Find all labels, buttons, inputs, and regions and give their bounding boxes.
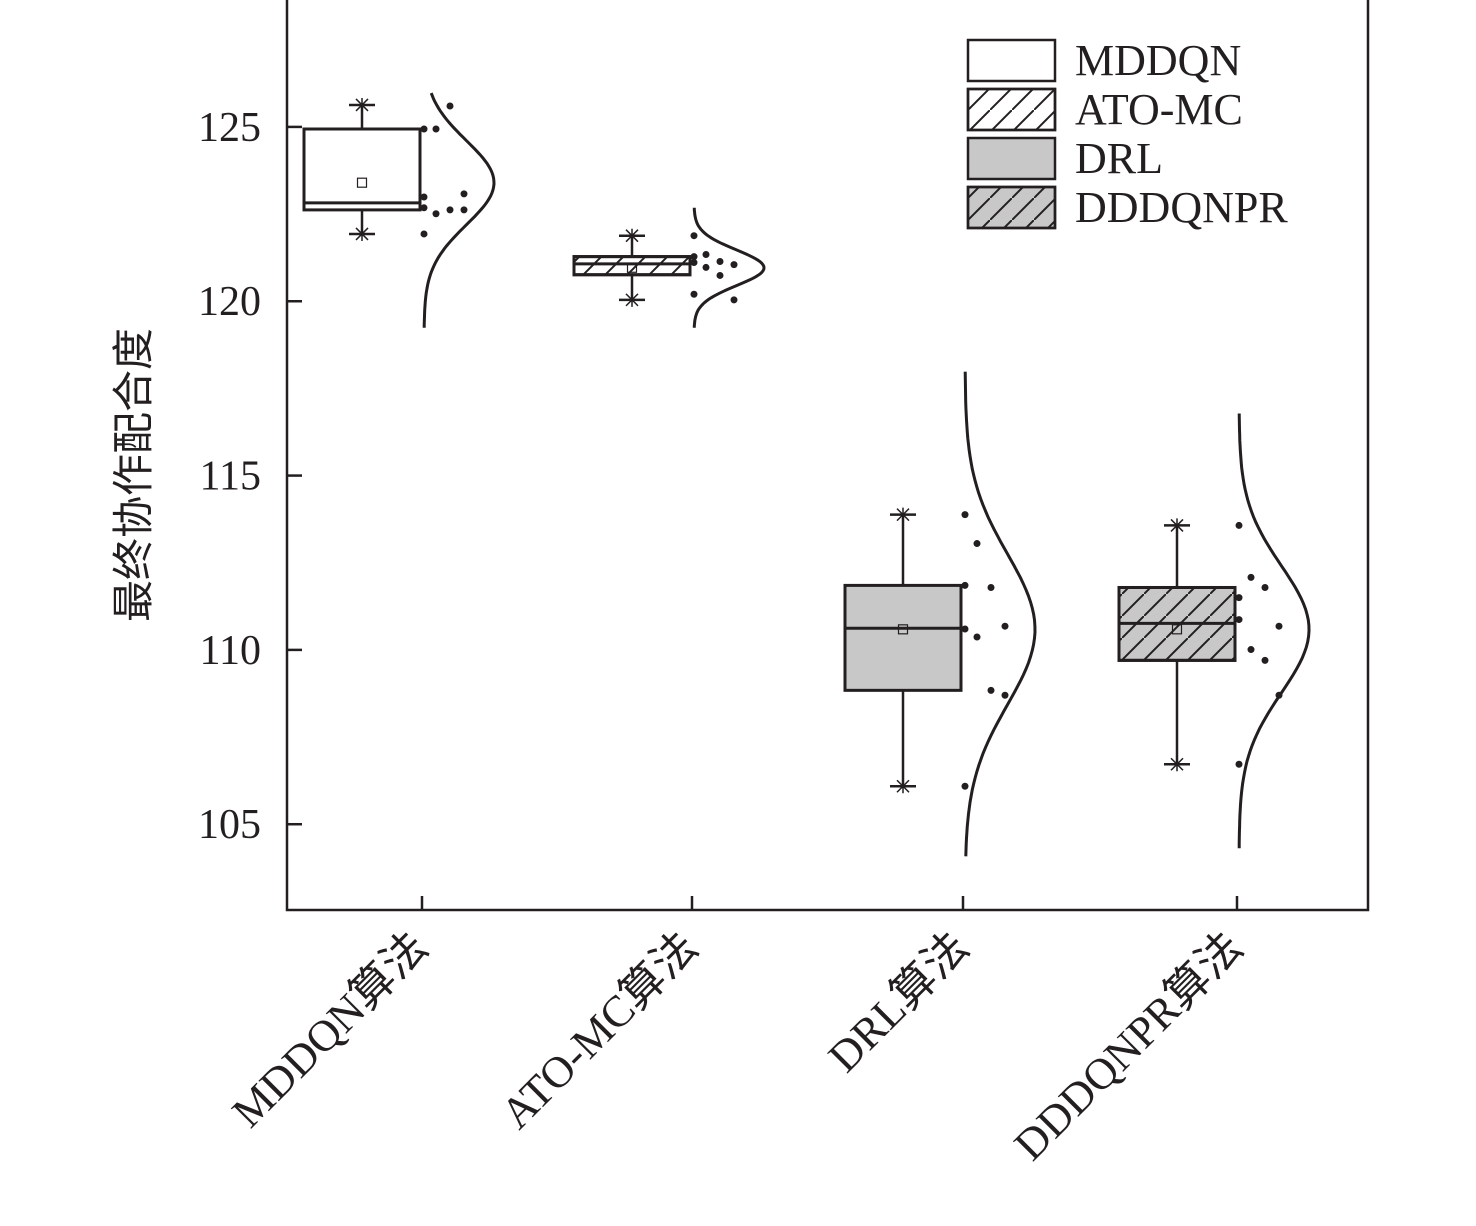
data-point (1001, 622, 1009, 630)
data-point (1235, 594, 1243, 602)
mean-marker (626, 262, 638, 273)
data-point (961, 782, 969, 790)
legend-swatch-hatch (966, 185, 1057, 230)
data-point (730, 261, 738, 269)
whisker-marker (1170, 518, 1184, 533)
whisker-marker (625, 292, 639, 307)
y-tick-label: 125 (198, 105, 261, 151)
y-tick-label: 110 (200, 628, 261, 674)
x-tick-label: DRL算法 (819, 922, 978, 1081)
whisker-marker (355, 97, 369, 112)
legend-label: ATO-MC (1075, 85, 1243, 134)
box (302, 127, 422, 212)
data-point (690, 253, 698, 261)
data-point (961, 581, 969, 589)
y-tick-label: 105 (198, 802, 261, 848)
distribution-curve (692, 207, 766, 328)
data-point (973, 540, 981, 548)
data-point (702, 263, 710, 271)
y-tick-label: 115 (200, 454, 261, 500)
data-point (446, 206, 454, 214)
legend-label: DDDQNPR (1075, 183, 1288, 232)
legend-label: DRL (1075, 134, 1163, 183)
data-point (973, 633, 981, 641)
x-tick-label: DDDQNPR算法 (1005, 922, 1252, 1169)
data-point (730, 296, 738, 304)
data-point (716, 271, 724, 279)
y-tick-label: 120 (198, 279, 261, 325)
whisker-marker (896, 779, 910, 794)
data-point (420, 230, 428, 238)
data-point (987, 686, 995, 694)
data-point (1275, 622, 1283, 630)
data-point (1235, 616, 1243, 624)
boxes (302, 92, 1311, 857)
data-point (1247, 573, 1255, 581)
mean-marker (1171, 624, 1183, 635)
distribution-curve (1237, 413, 1311, 849)
data-point (702, 251, 710, 259)
data-point (460, 190, 468, 198)
data-point (961, 511, 969, 519)
data-point (1261, 656, 1269, 664)
data-point (1247, 646, 1255, 654)
box-group-dddqnpr (1117, 413, 1311, 849)
data-point (420, 125, 428, 133)
legend-swatch-hatch (966, 87, 1057, 132)
data-point (690, 259, 698, 267)
axis-frame (285, 0, 1370, 912)
data-point (1235, 760, 1243, 768)
data-point (987, 583, 995, 591)
y-axis-label: 最终协作配合度 (112, 328, 158, 622)
data-point (1235, 521, 1243, 529)
box-group-ato-mc (572, 207, 766, 328)
data-point (446, 102, 454, 110)
whisker-marker (625, 228, 639, 243)
whisker-marker (1170, 757, 1184, 772)
box-group-drl (843, 371, 1037, 857)
x-tick-label: ATO-MC算法 (491, 922, 707, 1138)
legend-label: MDDQN (1075, 36, 1241, 85)
distribution-curve (963, 371, 1037, 857)
data-point (460, 206, 468, 214)
legend-swatch (966, 38, 1057, 83)
whisker-marker (896, 507, 910, 522)
mean-marker (897, 624, 909, 635)
data-point (961, 625, 969, 633)
data-point (690, 290, 698, 298)
data-point (1261, 583, 1269, 591)
data-point (1001, 691, 1009, 699)
distribution-curve (422, 92, 496, 328)
legend-swatch (966, 136, 1057, 181)
box-group-mddqn (302, 92, 496, 328)
data-point (1275, 691, 1283, 699)
data-point (432, 210, 440, 218)
data-point (432, 125, 440, 133)
x-tick-label: MDDQN算法 (223, 922, 437, 1136)
box-hatch (572, 255, 692, 277)
data-point (690, 232, 698, 240)
box (843, 583, 963, 692)
data-point (420, 204, 428, 212)
mean-marker (356, 177, 368, 188)
whisker-marker (355, 226, 369, 241)
data-point (716, 257, 724, 265)
data-point (420, 193, 428, 201)
